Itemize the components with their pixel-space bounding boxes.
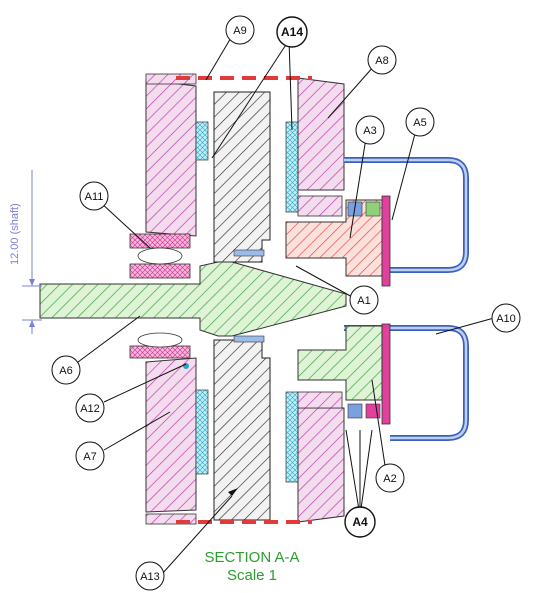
leader-lines <box>77 35 495 575</box>
part-a12-bearing <box>129 332 191 369</box>
callout-a1: A1 <box>349 285 379 315</box>
callout-a2: A2 <box>375 463 405 493</box>
part-a5-seal <box>381 195 391 287</box>
callout-a4: A4 <box>344 506 376 538</box>
callout-a6: A6 <box>51 355 81 385</box>
callout-a10: A10 <box>491 303 521 333</box>
part-a13-disc <box>213 91 271 521</box>
callout-a13: A13 <box>135 561 165 591</box>
callout-a11: A11 <box>79 181 109 211</box>
section-scale: Scale 1 <box>227 567 277 584</box>
part-a6-shaft <box>39 261 347 337</box>
svg-text:A1: A1 <box>357 295 370 307</box>
svg-text:A5: A5 <box>413 117 426 129</box>
callout-a3: A3 <box>355 115 385 145</box>
svg-text:A11: A11 <box>85 191 104 203</box>
callout-a5: A5 <box>405 107 435 137</box>
svg-text:A8: A8 <box>375 55 388 67</box>
shaft-dimension: 12.00 (shaft) <box>9 170 42 334</box>
part-a7-flange <box>145 73 197 525</box>
svg-text:A12: A12 <box>80 403 100 415</box>
svg-text:A13: A13 <box>140 571 160 583</box>
svg-text:A10: A10 <box>496 313 516 325</box>
callout-a7: A7 <box>75 441 105 471</box>
svg-text:A7: A7 <box>83 451 96 463</box>
svg-text:A4: A4 <box>352 515 368 529</box>
shaft-keyway-lower <box>233 335 265 343</box>
a13-arrowhead <box>228 488 238 496</box>
svg-text:A6: A6 <box>59 365 72 377</box>
shaft-keyway <box>233 249 265 257</box>
friction-pads <box>195 121 299 483</box>
part-a11-bearing <box>129 233 191 279</box>
svg-text:A9: A9 <box>233 25 246 37</box>
part-a8-housing <box>297 77 345 523</box>
svg-text:A3: A3 <box>363 125 376 137</box>
part-a3-piston <box>285 199 383 277</box>
section-title: SECTION A-A <box>204 549 299 566</box>
part-a9-retainer <box>176 76 312 524</box>
callout-a8: A8 <box>367 45 397 75</box>
part-a5-seal-lower <box>381 323 391 425</box>
callout-a14: A14 <box>276 16 308 48</box>
callout-a9: A9 <box>225 15 255 45</box>
svg-text:A2: A2 <box>383 473 396 485</box>
svg-text:A14: A14 <box>281 25 303 39</box>
dimension-label: 12.00 (shaft) <box>9 203 21 265</box>
callout-a12: A12 <box>75 393 105 423</box>
